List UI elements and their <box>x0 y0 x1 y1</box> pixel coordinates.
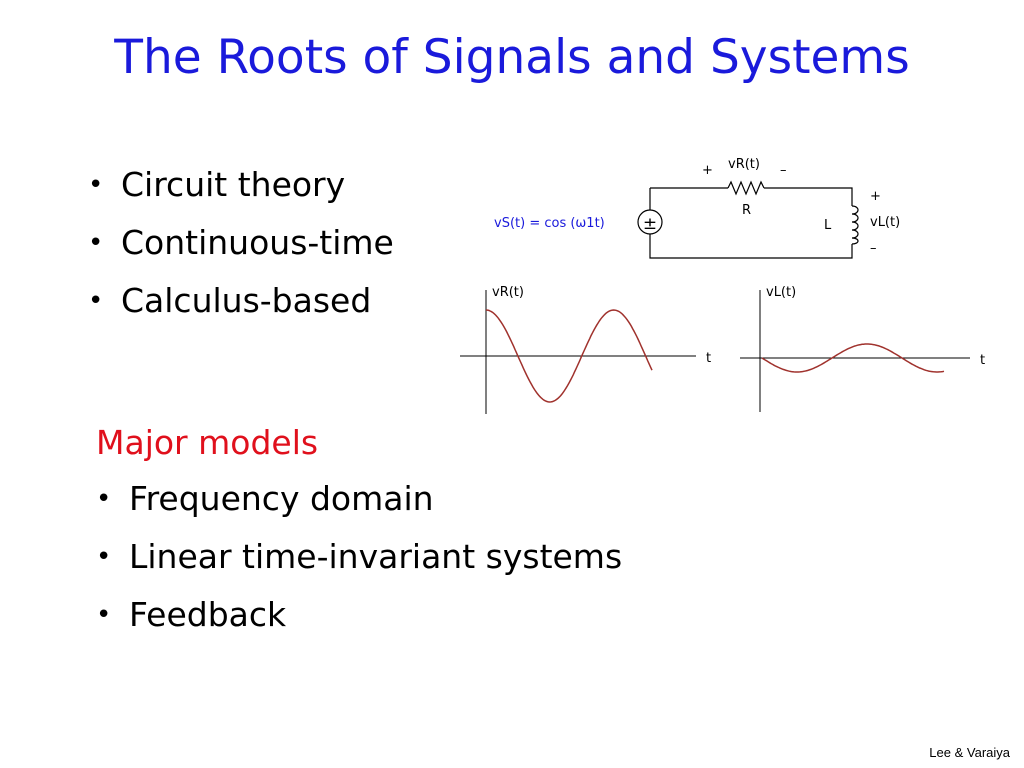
plot-vl: vL(t) t <box>740 285 985 412</box>
source-symbol: ± <box>643 214 657 234</box>
inductor-icon <box>851 205 859 245</box>
source-label: vS(t) = cos (ω1t) <box>494 216 605 231</box>
bullet-item: Continuous-time <box>88 214 394 272</box>
bullet-item: Calculus-based <box>88 272 394 330</box>
plot-vr: vR(t) t <box>460 285 711 414</box>
footer-credit: Lee & Varaiya <box>929 745 1010 760</box>
resistor-voltage-label: vR(t) <box>728 157 760 172</box>
bullet-list-bottom: Frequency domain Linear time-invariant s… <box>96 470 622 644</box>
resistor-name-label: R <box>742 203 751 218</box>
plot-vr-t-label: t <box>706 351 711 366</box>
plot-vl-waveform <box>761 343 945 373</box>
resistor-icon <box>727 180 765 196</box>
inductor-plus-label: + <box>870 189 881 204</box>
plot-vl-label: vL(t) <box>766 285 796 300</box>
plot-vr-waveform <box>485 309 653 403</box>
resistor-minus-label: – <box>780 163 787 178</box>
inductor-minus-label: – <box>870 241 877 256</box>
bullet-item: Frequency domain <box>96 470 622 528</box>
plot-vr-label: vR(t) <box>492 285 524 300</box>
bullet-item: Linear time-invariant systems <box>96 528 622 586</box>
bullet-list-top: Circuit theory Continuous-time Calculus-… <box>88 156 394 330</box>
bullet-item: Feedback <box>96 586 622 644</box>
circuit-diagram: ± vS(t) = cos (ω1t) + vR(t) – R L + vL(t… <box>450 140 1010 420</box>
inductor-voltage-label: vL(t) <box>870 215 900 230</box>
circuit-diagram-svg: ± vS(t) = cos (ω1t) + vR(t) – R L + vL(t… <box>460 157 985 414</box>
voltage-source-icon <box>637 209 663 235</box>
inductor-name-label: L <box>824 218 832 233</box>
resistor-plus-label: + <box>702 163 713 178</box>
plot-vl-t-label: t <box>980 353 985 368</box>
slide-title: The Roots of Signals and Systems <box>114 30 910 85</box>
bullet-item: Circuit theory <box>88 156 394 214</box>
circuit-wires <box>649 187 853 259</box>
section-heading: Major models <box>96 423 319 462</box>
